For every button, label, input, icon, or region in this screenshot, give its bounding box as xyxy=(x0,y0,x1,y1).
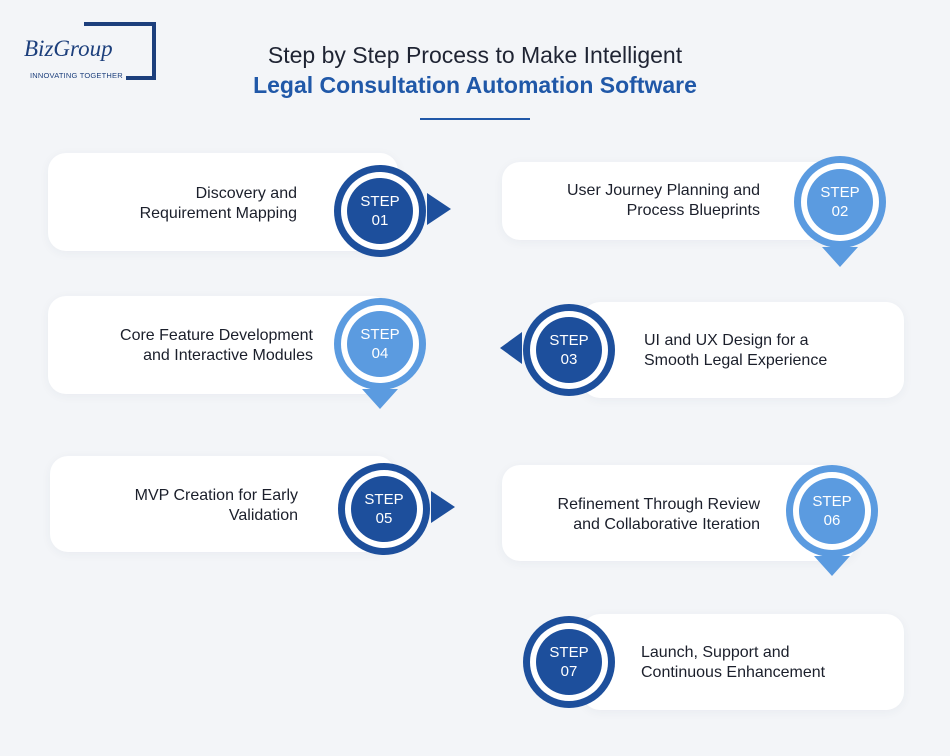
step-05-label: MVP Creation for Early Validation xyxy=(60,486,298,526)
step-01-badge: STEP 01 xyxy=(331,162,451,260)
step-04-badge-graphic xyxy=(334,298,426,409)
step-01-label-line1: Discovery and xyxy=(195,185,297,202)
step-02-number: 02 xyxy=(831,203,849,220)
step-05-number: 05 xyxy=(375,510,393,527)
step-04-badge: STEP 04 xyxy=(331,295,429,409)
step-03-card xyxy=(582,302,904,398)
step-06-label-line1: Refinement Through Review xyxy=(557,496,760,513)
step-06-badge-graphic xyxy=(786,465,878,576)
arrow-right-icon xyxy=(427,193,451,225)
step-05-label-line2: Validation xyxy=(228,507,298,524)
step-01-badge-graphic xyxy=(334,165,451,257)
step-02-label: User Journey Planning and Process Bluepr… xyxy=(520,181,760,221)
step-03-label-line2: Smooth Legal Experience xyxy=(644,352,828,369)
step-05-badge: STEP 05 xyxy=(335,460,455,558)
bizgroup-logo: BizGroup INNOVATING TOGETHER xyxy=(22,22,158,84)
step-07-label-line2: Continuous Enhancement xyxy=(641,664,826,681)
step-05-card xyxy=(50,456,395,552)
step-02-badge: STEP 02 xyxy=(791,153,889,267)
step-04-label: Core Feature Development and Interactive… xyxy=(60,326,313,366)
step-05-label-line1: MVP Creation for Early xyxy=(134,487,298,504)
arrow-left-icon xyxy=(500,332,522,364)
step-07-label: Launch, Support and Continuous Enhanceme… xyxy=(641,643,891,683)
arrow-down-icon xyxy=(362,389,398,409)
step-02-label-line1: User Journey Planning and xyxy=(566,182,760,199)
step-06-label-line2: and Collaborative Iteration xyxy=(573,516,760,533)
step-02-card xyxy=(502,162,852,240)
step-06-badge: STEP 06 xyxy=(783,462,881,576)
step-07-badge-graphic xyxy=(523,616,615,708)
logo-tagline: INNOVATING TOGETHER xyxy=(30,71,126,80)
step-01-label-line2: Requirement Mapping xyxy=(139,205,297,222)
step-01-label: Discovery and Requirement Mapping xyxy=(60,184,297,224)
step-06-number: 06 xyxy=(823,512,841,529)
step-04-card xyxy=(48,296,390,394)
step-03-badge: STEP 03 xyxy=(500,301,618,399)
step-04-number: 04 xyxy=(371,345,389,362)
step-01-number: 01 xyxy=(371,212,389,229)
step-03-badge-graphic xyxy=(500,304,615,396)
step-07-card xyxy=(582,614,904,710)
step-03-label-line1: UI and UX Design for a xyxy=(644,332,809,349)
arrow-down-icon xyxy=(822,247,858,267)
step-04-word: STEP xyxy=(360,326,400,343)
logo-wordmark: BizGroup xyxy=(24,36,115,62)
step-03-word: STEP xyxy=(549,332,589,349)
step-06-word: STEP xyxy=(812,493,852,510)
step-03-label: UI and UX Design for a Smooth Legal Expe… xyxy=(644,331,884,371)
step-05-word: STEP xyxy=(364,491,404,508)
arrow-down-icon xyxy=(814,556,850,576)
step-06-label: Refinement Through Review and Collaborat… xyxy=(520,495,760,535)
page-title-line1: Step by Step Process to Make Intelligent xyxy=(267,42,683,68)
step-02-label-line2: Process Blueprints xyxy=(626,202,760,219)
arrow-right-icon xyxy=(431,491,455,523)
step-04-label-line1: Core Feature Development xyxy=(120,327,313,344)
step-04-label-line2: and Interactive Modules xyxy=(143,347,313,364)
step-07-badge: STEP 07 xyxy=(520,613,618,711)
step-07-word: STEP xyxy=(549,644,589,661)
title-underline xyxy=(420,118,530,120)
step-05-badge-graphic xyxy=(338,463,455,555)
step-07-label-line1: Launch, Support and xyxy=(641,644,790,661)
step-02-word: STEP xyxy=(820,184,860,201)
step-02-badge-graphic xyxy=(794,156,886,267)
step-01-word: STEP xyxy=(360,193,400,210)
page-title-line2: Legal Consultation Automation Software xyxy=(253,72,697,98)
step-03-number: 03 xyxy=(560,351,578,368)
step-07-number: 07 xyxy=(560,663,578,680)
